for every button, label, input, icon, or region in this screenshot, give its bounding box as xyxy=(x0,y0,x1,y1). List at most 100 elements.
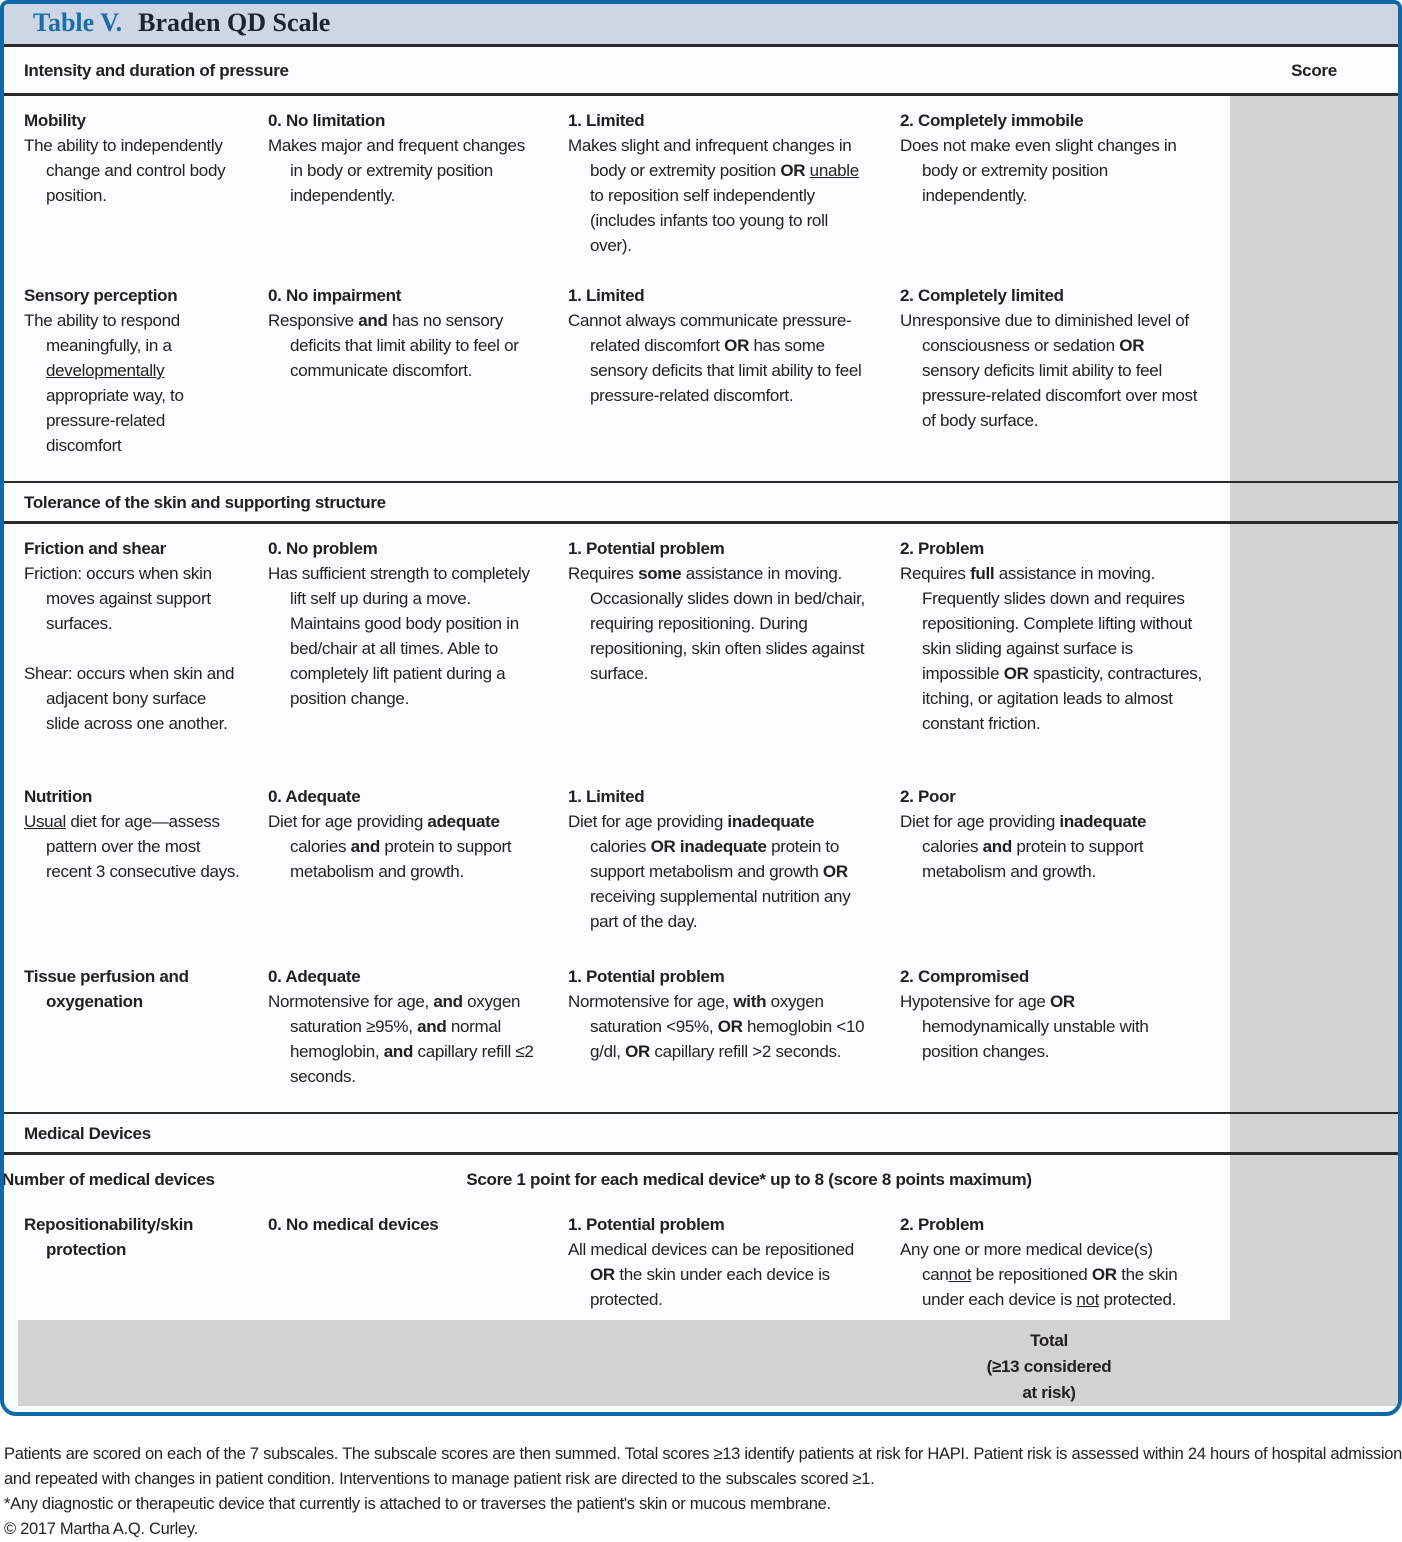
row-label: Friction and shear xyxy=(24,539,166,558)
score-column-header: Score xyxy=(1291,61,1337,80)
cell-heading: 0. Adequate xyxy=(268,787,361,806)
row-label: Nutrition xyxy=(24,787,93,806)
cell-heading: 1. Limited xyxy=(568,286,645,305)
section-header-medical-devices: Medical Devices xyxy=(4,1112,1398,1155)
row-label: Sensory perception xyxy=(24,286,178,305)
cell-body: Requires full assistance in moving. Freq… xyxy=(900,564,1202,733)
cell-body: Cannot always communicate pressure-relat… xyxy=(568,311,862,405)
table-name-label: Braden QD Scale xyxy=(138,8,331,37)
cell-body: Diet for age providing inadequate calori… xyxy=(900,812,1147,881)
score-1-cell: 1. Limited Makes slight and infrequent c… xyxy=(568,96,900,271)
cell-body: Any one or more medical device(s) cannot… xyxy=(900,1240,1178,1309)
row-repositionability: Repositionability/skin protection 0. No … xyxy=(4,1200,1398,1320)
cell-body: Normotensive for age, and oxygen saturat… xyxy=(268,992,534,1086)
cell-heading: 2. Completely limited xyxy=(900,286,1064,305)
copyright-note: © 2017 Martha A.Q. Curley. xyxy=(4,1520,198,1538)
row-number-of-medical-devices: Number of medical devices Score 1 point … xyxy=(4,1155,1398,1200)
cell-body: Has sufficient strength to completely li… xyxy=(268,564,530,708)
cell-body: Normotensive for age, with oxygen satura… xyxy=(568,992,865,1061)
cell-body: Diet for age providing inadequate calori… xyxy=(568,812,851,931)
row-nutrition: Nutrition Usual diet for age—assess patt… xyxy=(4,772,1398,952)
cell-body: Unresponsive due to diminished level of … xyxy=(900,311,1198,430)
total-score-band: Total (≥13 considered at risk) xyxy=(18,1320,1398,1406)
row-sensory-perception: Sensory perception The ability to respon… xyxy=(4,271,1398,481)
row-label-cell: Nutrition Usual diet for age—assess patt… xyxy=(20,772,268,952)
cell-heading: 2. Poor xyxy=(900,787,956,806)
row-friction-and-shear: Friction and shear Friction: occurs when… xyxy=(4,524,1398,772)
score-0-cell: 0. Adequate Diet for age providing adequ… xyxy=(268,772,568,952)
row-label: Mobility xyxy=(24,111,86,130)
section-2-heading: Tolerance of the skin and supporting str… xyxy=(24,493,386,512)
row-label-cell: Friction and shear Friction: occurs when… xyxy=(20,524,268,772)
cell-heading: 1. Limited xyxy=(568,787,645,806)
cell-heading: 2. Problem xyxy=(900,539,984,558)
table-title-bar: Table V. Braden QD Scale xyxy=(4,4,1398,47)
score-entry-cell xyxy=(1230,772,1398,952)
cell-body: All medical devices can be repositioned … xyxy=(568,1240,854,1309)
score-2-cell: 2. Problem Any one or more medical devic… xyxy=(900,1200,1230,1320)
cell-heading: 1. Potential problem xyxy=(568,967,725,986)
row-label-cell: Repositionability/skin protection xyxy=(20,1200,268,1320)
score-0-cell: 0. Adequate Normotensive for age, and ox… xyxy=(268,952,568,1112)
score-0-cell: 0. No medical devices xyxy=(268,1200,568,1320)
score-entry-cell xyxy=(1230,271,1398,481)
score-0-cell: 0. No problem Has sufficient strength to… xyxy=(268,524,568,772)
cell-heading: 0. Adequate xyxy=(268,967,361,986)
cell-heading: 0. No problem xyxy=(268,539,378,558)
medical-device-scoring-note: Score 1 point for each medical device* u… xyxy=(466,1170,1032,1189)
cell-body: Does not make even slight changes in bod… xyxy=(900,136,1177,205)
score-0-cell: 0. No impairment Responsive and has no s… xyxy=(268,271,568,481)
cell-heading: 2. Problem xyxy=(900,1215,984,1234)
row-description-2: Shear: occurs when skin and adjacent bon… xyxy=(24,664,235,733)
section-header-tolerance: Tolerance of the skin and supporting str… xyxy=(4,481,1398,524)
total-line-2: (≥13 considered xyxy=(986,1357,1112,1376)
cell-body: Requires some assistance in moving. Occa… xyxy=(568,564,865,683)
row-description: The ability to respond meaningfully, in … xyxy=(24,311,184,455)
row-description: The ability to independently change and … xyxy=(24,136,226,205)
braden-qd-scale-table: Table V. Braden QD Scale Intensity and du… xyxy=(0,0,1402,1416)
cell-heading: 2. Completely immobile xyxy=(900,111,1084,130)
score-1-cell: 1. Potential problem All medical devices… xyxy=(568,1200,900,1320)
score-2-cell: 2. Poor Diet for age providing inadequat… xyxy=(900,772,1230,952)
section-1-heading: Intensity and duration of pressure xyxy=(24,61,289,80)
cell-body: Responsive and has no sensory deficits t… xyxy=(268,311,519,380)
score-1-cell: 1. Potential problem Normotensive for ag… xyxy=(568,952,900,1112)
section-header-intensity: Intensity and duration of pressure Score xyxy=(4,47,1398,96)
row-description: Friction: occurs when skin moves against… xyxy=(24,564,212,633)
row-label: Repositionability/skin protection xyxy=(24,1215,194,1259)
cell-body: Diet for age providing adequate calories… xyxy=(268,812,512,881)
score-2-cell: 2. Compromised Hypotensive for age OR he… xyxy=(900,952,1230,1112)
cell-heading: 1. Limited xyxy=(568,111,645,130)
cell-heading: 1. Potential problem xyxy=(568,1215,725,1234)
section-3-heading: Medical Devices xyxy=(24,1124,151,1143)
cell-heading: 2. Compromised xyxy=(900,967,1029,986)
cell-heading: 0. No limitation xyxy=(268,111,386,130)
score-entry-cell xyxy=(1230,483,1398,521)
total-line-3: at risk) xyxy=(1022,1383,1076,1402)
row-label-cell: Tissue perfusion and oxygenation xyxy=(20,952,268,1112)
score-entry-cell xyxy=(1230,952,1398,1112)
table-number-label: Table V. xyxy=(33,8,123,37)
row-label: Tissue perfusion and oxygenation xyxy=(24,967,189,1011)
score-entry-cell xyxy=(1230,1155,1398,1200)
cell-heading: 1. Potential problem xyxy=(568,539,725,558)
score-2-cell: 2. Completely immobile Does not make eve… xyxy=(900,96,1230,271)
total-label: Total (≥13 considered at risk) xyxy=(884,1320,1214,1406)
row-tissue-perfusion: Tissue perfusion and oxygenation 0. Adeq… xyxy=(4,952,1398,1112)
row-description: Usual diet for age—assess pattern over t… xyxy=(24,812,240,881)
score-0-cell: 0. No limitation Makes major and frequen… xyxy=(268,96,568,271)
score-entry-cell xyxy=(1230,524,1398,772)
score-1-cell: 1. Potential problem Requires some assis… xyxy=(568,524,900,772)
score-2-cell: 2. Problem Requires full assistance in m… xyxy=(900,524,1230,772)
cell-body: Makes major and frequent changes in body… xyxy=(268,136,525,205)
row-label-cell: Mobility The ability to independently ch… xyxy=(20,96,268,271)
total-line-1: Total xyxy=(1030,1331,1068,1350)
score-entry-cell xyxy=(1230,96,1398,271)
table-footnotes: Patients are scored on each of the 7 sub… xyxy=(0,1442,1402,1542)
cell-heading: 0. No impairment xyxy=(268,286,402,305)
score-entry-cell xyxy=(1230,1200,1398,1320)
cell-heading: 0. No medical devices xyxy=(268,1215,439,1234)
score-1-cell: 1. Limited Diet for age providing inadeq… xyxy=(568,772,900,952)
row-label-cell: Sensory perception The ability to respon… xyxy=(20,271,268,481)
scoring-note: Patients are scored on each of the 7 sub… xyxy=(4,1445,1402,1488)
